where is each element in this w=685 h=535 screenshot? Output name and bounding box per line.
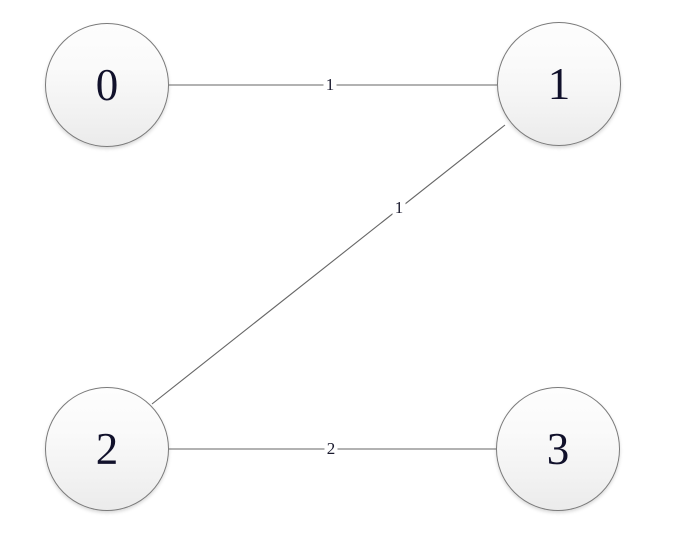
edge-label-background xyxy=(392,198,406,218)
graph-node-label: 1 xyxy=(547,58,571,109)
graph-node-3[interactable]: 3 xyxy=(496,387,620,511)
edge-1-2[interactable]: 1 xyxy=(151,124,506,405)
edge-weight-text: 2 xyxy=(327,439,336,458)
graph-node-0[interactable]: 0 xyxy=(45,23,169,147)
edge-0-1[interactable]: 1 xyxy=(169,75,497,95)
edge-label-background xyxy=(323,75,337,95)
edge-weight-label: 2 xyxy=(324,439,338,459)
edge-2-3[interactable]: 2 xyxy=(169,439,496,459)
graph-node-label: 0 xyxy=(95,59,119,110)
graph-node-2[interactable]: 2 xyxy=(45,387,169,511)
graph-node-label: 3 xyxy=(546,423,570,474)
edge-weight-text: 1 xyxy=(326,75,335,94)
edge-line xyxy=(151,124,506,405)
edge-weight-label: 1 xyxy=(392,198,406,218)
edge-weight-label: 1 xyxy=(323,75,337,95)
graph-node-label: 2 xyxy=(95,423,119,474)
edge-weight-text: 1 xyxy=(395,198,404,217)
edge-label-background xyxy=(324,439,338,459)
graph-node-1[interactable]: 1 xyxy=(497,22,621,146)
